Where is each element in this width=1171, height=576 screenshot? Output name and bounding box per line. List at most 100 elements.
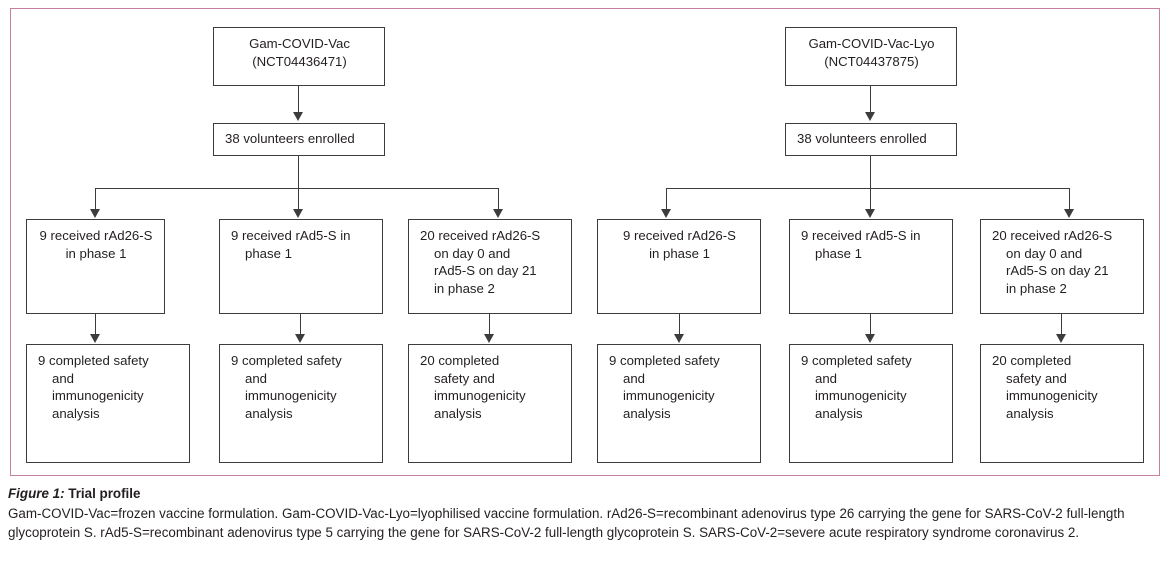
node-line: safety and xyxy=(1006,370,1067,386)
node-line: 38 volunteers enrolled xyxy=(797,131,927,146)
connector-arm1-branch-2 xyxy=(298,188,300,212)
node-line: 20 received rAd26-S xyxy=(992,228,1113,243)
node-line: 9 completed safety xyxy=(38,353,149,368)
figure-caption: Figure 1: Trial profile Gam-COVID-Vac=fr… xyxy=(8,484,1163,542)
connector-arm2-g1-down xyxy=(679,314,681,336)
node-line: rAd5-S on day 21 xyxy=(1006,263,1109,279)
node-line: phase 1 xyxy=(245,245,292,261)
connector-arm2-title-to-enrolled xyxy=(870,86,872,115)
node-arm2-g3-alloc: 20 received rAd26-S on day 0 and rAd5-S … xyxy=(980,219,1144,314)
connector-arm2-branch-1 xyxy=(666,188,668,212)
arrowhead-arm1-g1-analysed xyxy=(90,334,100,343)
node-line: 9 completed safety xyxy=(609,353,720,368)
connector-arm2-enrolled-stem xyxy=(870,156,872,189)
node-arm1-g2-analysed: 9 completed safety and immunogenicity an… xyxy=(219,344,383,463)
arrowhead-arm1-g1 xyxy=(90,209,100,218)
node-line: safety and xyxy=(434,370,495,386)
node-arm2-g1-analysed: 9 completed safety and immunogenicity an… xyxy=(597,344,761,463)
node-line: 20 completed xyxy=(992,353,1072,368)
arrowhead-arm2-g2 xyxy=(865,209,875,218)
connector-arm1-enrolled-stem xyxy=(298,156,300,189)
connector-arm1-g3-down xyxy=(489,314,491,336)
node-line: analysis xyxy=(245,405,293,421)
node-line: in phase 2 xyxy=(1006,280,1067,296)
connector-arm2-bus xyxy=(666,188,1070,190)
caption-title: Trial profile xyxy=(64,486,141,501)
node-line: 9 received rAd5-S in xyxy=(801,228,921,243)
figure-frame xyxy=(10,8,1160,476)
node-line: immunogenicity xyxy=(815,388,907,404)
node-arm1-g2-alloc: 9 received rAd5-S in phase 1 xyxy=(219,219,383,314)
arrowhead-arm2-g2-analysed xyxy=(865,334,875,343)
node-line: 9 completed safety xyxy=(231,353,342,368)
node-arm2-g3-analysed: 20 completed safety and immunogenicity a… xyxy=(980,344,1144,463)
node-line: immunogenicity xyxy=(52,388,144,404)
node-line: analysis xyxy=(1006,405,1054,421)
node-arm1-g3-alloc: 20 received rAd26-S on day 0 and rAd5-S … xyxy=(408,219,572,314)
node-line: 38 volunteers enrolled xyxy=(225,131,355,146)
connector-arm1-branch-1 xyxy=(95,188,97,212)
node-line: immunogenicity xyxy=(623,388,715,404)
node-line: Gam-COVID-Vac xyxy=(249,36,350,51)
node-line: on day 0 and xyxy=(434,245,511,261)
node-arm2-title: Gam-COVID-Vac-Lyo (NCT04437875) xyxy=(785,27,957,86)
node-line: 9 received rAd26-S xyxy=(39,228,153,243)
arrowhead-arm2-g1 xyxy=(661,209,671,218)
arrowhead-arm2-g3 xyxy=(1064,209,1074,218)
connector-arm1-branch-3 xyxy=(498,188,500,212)
node-line: analysis xyxy=(623,405,671,421)
node-arm2-g2-alloc: 9 received rAd5-S in phase 1 xyxy=(789,219,953,314)
node-arm2-enrolled: 38 volunteers enrolled xyxy=(785,123,957,156)
arrowhead-arm1-g3 xyxy=(493,209,503,218)
node-arm1-title: Gam-COVID-Vac (NCT04436471) xyxy=(213,27,385,86)
connector-arm2-branch-3 xyxy=(1069,188,1071,212)
arrowhead-arm2-enrolled xyxy=(865,112,875,121)
node-line: in phase 1 xyxy=(65,245,127,261)
node-arm2-g1-alloc: 9 received rAd26-S in phase 1 xyxy=(597,219,761,314)
node-line: analysis xyxy=(52,405,100,421)
node-line: (NCT04436471) xyxy=(252,53,347,69)
node-line: in phase 2 xyxy=(434,280,495,296)
connector-arm1-g1-down xyxy=(95,314,97,336)
node-line: analysis xyxy=(434,405,482,421)
node-line: 9 completed safety xyxy=(801,353,912,368)
node-line: 20 completed xyxy=(420,353,500,368)
node-arm1-g3-analysed: 20 completed safety and immunogenicity a… xyxy=(408,344,572,463)
arrowhead-arm1-enrolled xyxy=(293,112,303,121)
arrowhead-arm1-g3-analysed xyxy=(484,334,494,343)
node-line: on day 0 and xyxy=(1006,245,1083,261)
node-line: immunogenicity xyxy=(1006,388,1098,404)
node-line: and xyxy=(815,370,838,386)
node-line: 9 received rAd26-S xyxy=(623,228,736,243)
node-arm1-g1-alloc: 9 received rAd26-S in phase 1 xyxy=(26,219,165,314)
node-line: immunogenicity xyxy=(434,388,526,404)
connector-arm2-g2-down xyxy=(870,314,872,336)
node-arm2-g2-analysed: 9 completed safety and immunogenicity an… xyxy=(789,344,953,463)
arrowhead-arm1-g2-analysed xyxy=(295,334,305,343)
caption-title-line: Figure 1: Trial profile xyxy=(8,484,1163,503)
node-line: 20 received rAd26-S xyxy=(420,228,541,243)
node-arm1-g1-analysed: 9 completed safety and immunogenicity an… xyxy=(26,344,190,463)
connector-arm2-g3-down xyxy=(1061,314,1063,336)
connector-arm1-title-to-enrolled xyxy=(298,86,300,115)
node-line: and xyxy=(623,370,646,386)
arrowhead-arm2-g3-analysed xyxy=(1056,334,1066,343)
node-arm1-enrolled: 38 volunteers enrolled xyxy=(213,123,385,156)
node-line: phase 1 xyxy=(815,245,862,261)
node-line: 9 received rAd5-S in xyxy=(231,228,351,243)
arrowhead-arm1-g2 xyxy=(293,209,303,218)
node-line: and xyxy=(245,370,268,386)
caption-body: Gam-COVID-Vac=frozen vaccine formulation… xyxy=(8,506,1125,541)
arrowhead-arm2-g1-analysed xyxy=(674,334,684,343)
node-line: in phase 1 xyxy=(649,245,710,261)
node-line: immunogenicity xyxy=(245,388,337,404)
connector-arm1-g2-down xyxy=(300,314,302,336)
connector-arm2-branch-2 xyxy=(870,188,872,212)
node-line: analysis xyxy=(815,405,863,421)
node-line: (NCT04437875) xyxy=(824,53,919,69)
node-line: and xyxy=(52,370,75,386)
caption-figure-label: Figure 1: xyxy=(8,486,65,501)
node-line: Gam-COVID-Vac-Lyo xyxy=(808,36,935,51)
connector-arm1-bus xyxy=(95,188,499,190)
